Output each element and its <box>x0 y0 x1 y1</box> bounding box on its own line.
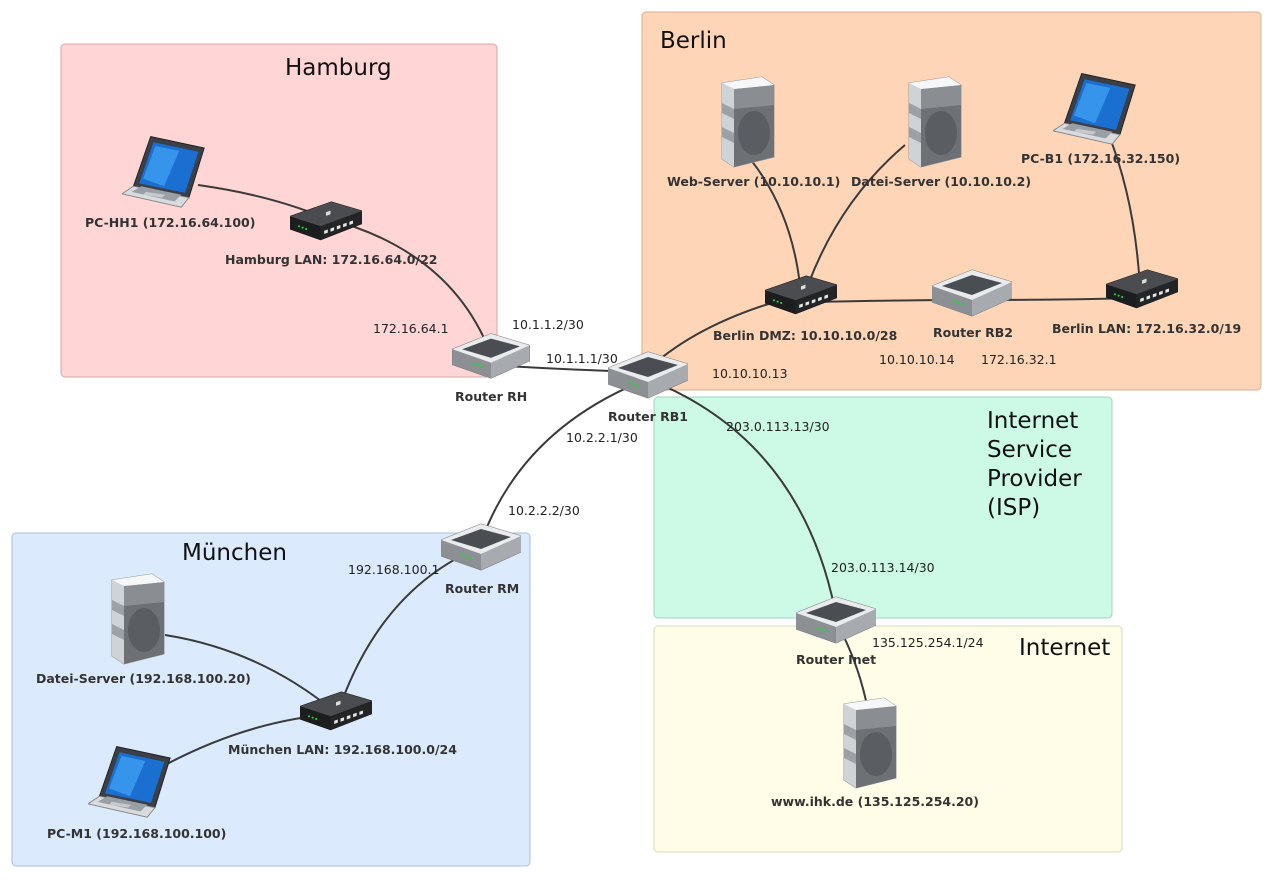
region-title-isp-line-1: Internet <box>987 408 1078 434</box>
server-icon[interactable] <box>843 697 897 789</box>
link-datei-server-m-muenchen-lan <box>164 634 336 713</box>
server-icon[interactable] <box>721 76 775 168</box>
label-web-server: Web-Server (10.10.10.1) <box>667 174 840 189</box>
ip-rh-lan: 172.16.64.1 <box>373 321 449 336</box>
region-isp <box>653 396 1113 619</box>
label-berlin-lan: Berlin LAN: 172.16.32.0/19 <box>1052 321 1241 336</box>
ip-inet-lan: 135.125.254.1/24 <box>872 635 984 650</box>
region-title-isp-line-4: (ISP) <box>987 495 1040 521</box>
region-title-berlin: Berlin <box>660 28 727 54</box>
label-datei-server-berlin: Datei-Server (10.10.10.2) <box>851 174 1031 189</box>
label-berlin-dmz: Berlin DMZ: 10.10.10.0/28 <box>713 328 897 343</box>
ip-rb1-dmz: 10.10.10.13 <box>712 366 788 381</box>
ip-rb1-isp: 203.0.113.13/30 <box>726 419 830 434</box>
label-www-ihk: www.ihk.de (135.125.254.20) <box>771 794 979 809</box>
label-hamburg-lan: Hamburg LAN: 172.16.64.0/22 <box>225 252 437 267</box>
ip-rm-wan: 10.2.2.2/30 <box>508 503 580 518</box>
ip-inet-isp: 203.0.113.14/30 <box>831 560 935 575</box>
link-hamburg-lan-router-rh <box>324 217 491 353</box>
server-icon[interactable] <box>111 573 165 665</box>
server-icon[interactable] <box>908 76 962 168</box>
label-datei-server-muenchen: Datei-Server (192.168.100.20) <box>36 671 251 686</box>
label-router-inet: Router Inet <box>796 652 876 667</box>
region-title-internet: Internet <box>1019 635 1110 661</box>
ip-rb2-lan: 172.16.32.1 <box>981 352 1057 367</box>
region-title-isp-line-2: Service <box>987 437 1072 463</box>
label-pc-hh1: PC-HH1 (172.16.64.100) <box>85 215 255 230</box>
ip-rh-wan: 10.1.1.2/30 <box>512 317 584 332</box>
region-hamburg <box>60 43 498 378</box>
label-router-rb2: Router RB2 <box>933 325 1013 340</box>
ip-rm-lan: 192.168.100.1 <box>348 562 439 577</box>
link-datei-server-berlin-dmz <box>807 144 906 286</box>
ip-rb1-rm: 10.2.2.1/30 <box>566 430 638 445</box>
ip-rb1-rh: 10.1.1.1/30 <box>546 351 618 366</box>
label-router-rh: Router RH <box>455 389 527 404</box>
region-title-muenchen: München <box>182 540 287 566</box>
link-router-rb1-router-inet <box>649 379 836 611</box>
label-pc-m1: PC-M1 (192.168.100.100) <box>47 826 226 841</box>
link-router-rb1-router-rm <box>479 379 646 546</box>
label-muenchen-lan: München LAN: 192.168.100.0/24 <box>228 742 457 757</box>
label-pc-b1: PC-B1 (172.16.32.150) <box>1021 151 1180 166</box>
region-title-hamburg: Hamburg <box>285 55 392 81</box>
label-router-rm: Router RM <box>445 581 519 596</box>
label-router-rb1: Router RB1 <box>608 409 688 424</box>
link-pc-b1-berlin-lan <box>1107 132 1141 289</box>
ip-rb2-dmz: 10.10.10.14 <box>879 352 955 367</box>
region-title-isp-line-3: Provider <box>987 466 1082 492</box>
